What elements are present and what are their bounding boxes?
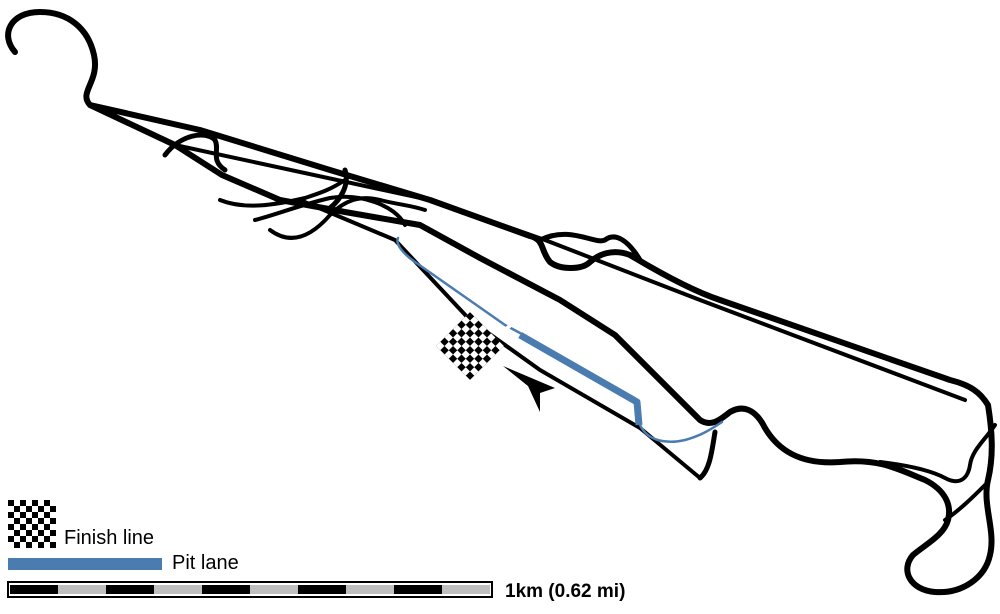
- track-lower-right: [697, 429, 718, 481]
- track-main-straight: [298, 198, 702, 480]
- track-infield-c: [253, 194, 407, 227]
- legend-pit-lane-label: Pit lane: [172, 552, 239, 574]
- track-infield-e: [327, 167, 349, 211]
- scale-bar: [7, 581, 493, 598]
- track-lower-right-chicane: [943, 483, 987, 522]
- track-infield-b: [218, 178, 347, 208]
- legend-pit-lane-swatch: [8, 558, 162, 570]
- scale-label: 1km (0.62 mi): [505, 581, 626, 602]
- track-chicane: [537, 231, 643, 263]
- pit-lane-track: [396, 236, 522, 335]
- legend-finish-line-label: Finish line: [64, 527, 155, 549]
- track-infield-d: [268, 196, 427, 240]
- direction-arrow-icon: [503, 366, 555, 412]
- finish-line-mark: [501, 320, 516, 334]
- scale-bar-segment: [154, 585, 202, 594]
- pit-lane-track-wide: [518, 331, 643, 426]
- track-lower-right-inner: [878, 423, 997, 484]
- pit-lane-exit: [638, 420, 724, 443]
- scale-bar-segment: [106, 585, 154, 594]
- track-infield-a: [162, 132, 228, 173]
- scale-bar-segment: [346, 585, 394, 594]
- scale-bar-segment: [250, 585, 298, 594]
- scale-bar-segment: [58, 585, 106, 594]
- scale-bar-segment: [394, 585, 442, 594]
- scale-bar-segment: [202, 585, 250, 594]
- legend-checkered-flag-icon: [8, 500, 56, 548]
- scale-bar-segment: [10, 585, 58, 594]
- track-outer-loop: [5, 9, 995, 596]
- scale-bar-segment: [298, 585, 346, 594]
- scale-bar-segment: [442, 585, 490, 594]
- checkered-flag-icon: [436, 312, 504, 380]
